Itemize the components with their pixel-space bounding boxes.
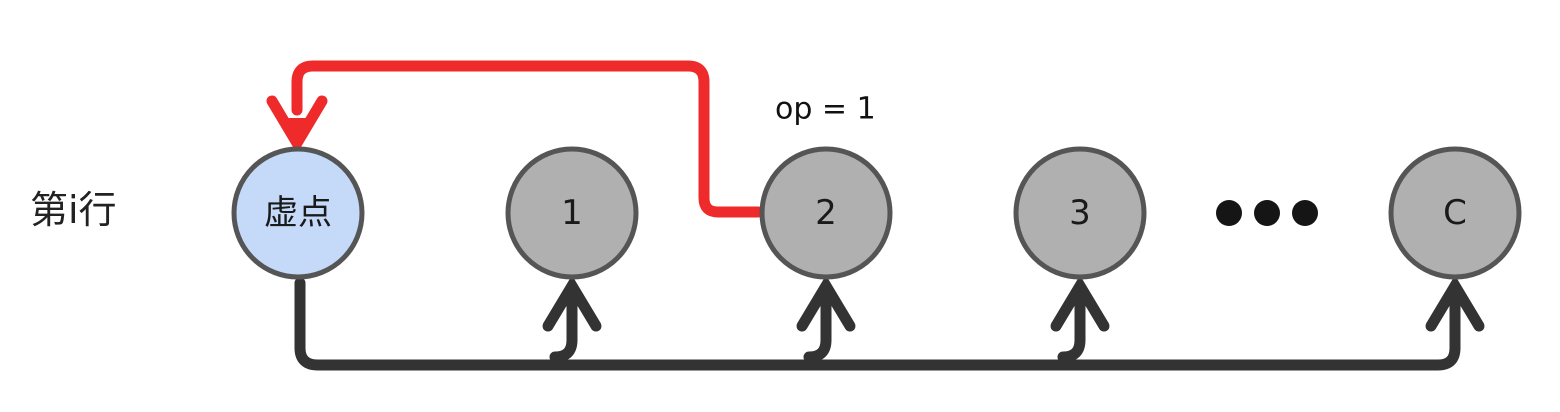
ellipsis-dot-1 — [1216, 200, 1242, 226]
node-virtual-circle — [231, 146, 365, 280]
dark-arrowhead-2 — [796, 275, 856, 332]
edge-op-1: op = 1 — [266, 60, 876, 218]
ellipsis-dot-2 — [1254, 200, 1280, 226]
node-3-label: 3 — [1069, 193, 1091, 233]
red-edge-line — [291, 60, 764, 218]
dark-branch-3 — [1057, 292, 1086, 363]
node-1-label: 1 — [561, 193, 583, 233]
node-3: 3 — [1013, 146, 1147, 280]
dark-arrowhead-1 — [542, 275, 602, 332]
ellipsis: ••• — [1216, 200, 1318, 226]
node-virtual: 虚点 — [231, 146, 365, 280]
node-virtual-label: 虚点 — [264, 193, 332, 233]
dark-bus-line — [294, 277, 1461, 371]
edge-virtual-to-nodes — [294, 275, 1485, 371]
node-c-label: C — [1443, 193, 1467, 233]
node-c-circle — [1388, 146, 1522, 280]
node-c: C — [1388, 146, 1522, 280]
red-arrow-tip — [283, 118, 311, 143]
node-1-circle — [505, 146, 639, 280]
node-3-circle — [1013, 146, 1147, 280]
node-2-circle — [759, 146, 893, 280]
row-label: 第i行 — [30, 188, 117, 232]
dark-branch-2 — [803, 292, 832, 363]
edge-label-op: op = 1 — [775, 92, 876, 127]
ellipsis-dot-3 — [1292, 200, 1318, 226]
dark-arrowhead-c — [1425, 275, 1485, 332]
node-2-label: 2 — [815, 193, 837, 233]
dark-arrowhead-3 — [1050, 275, 1110, 332]
dark-branch-1 — [549, 292, 578, 363]
node-2: 2 — [759, 146, 893, 280]
node-1: 1 — [505, 146, 639, 280]
